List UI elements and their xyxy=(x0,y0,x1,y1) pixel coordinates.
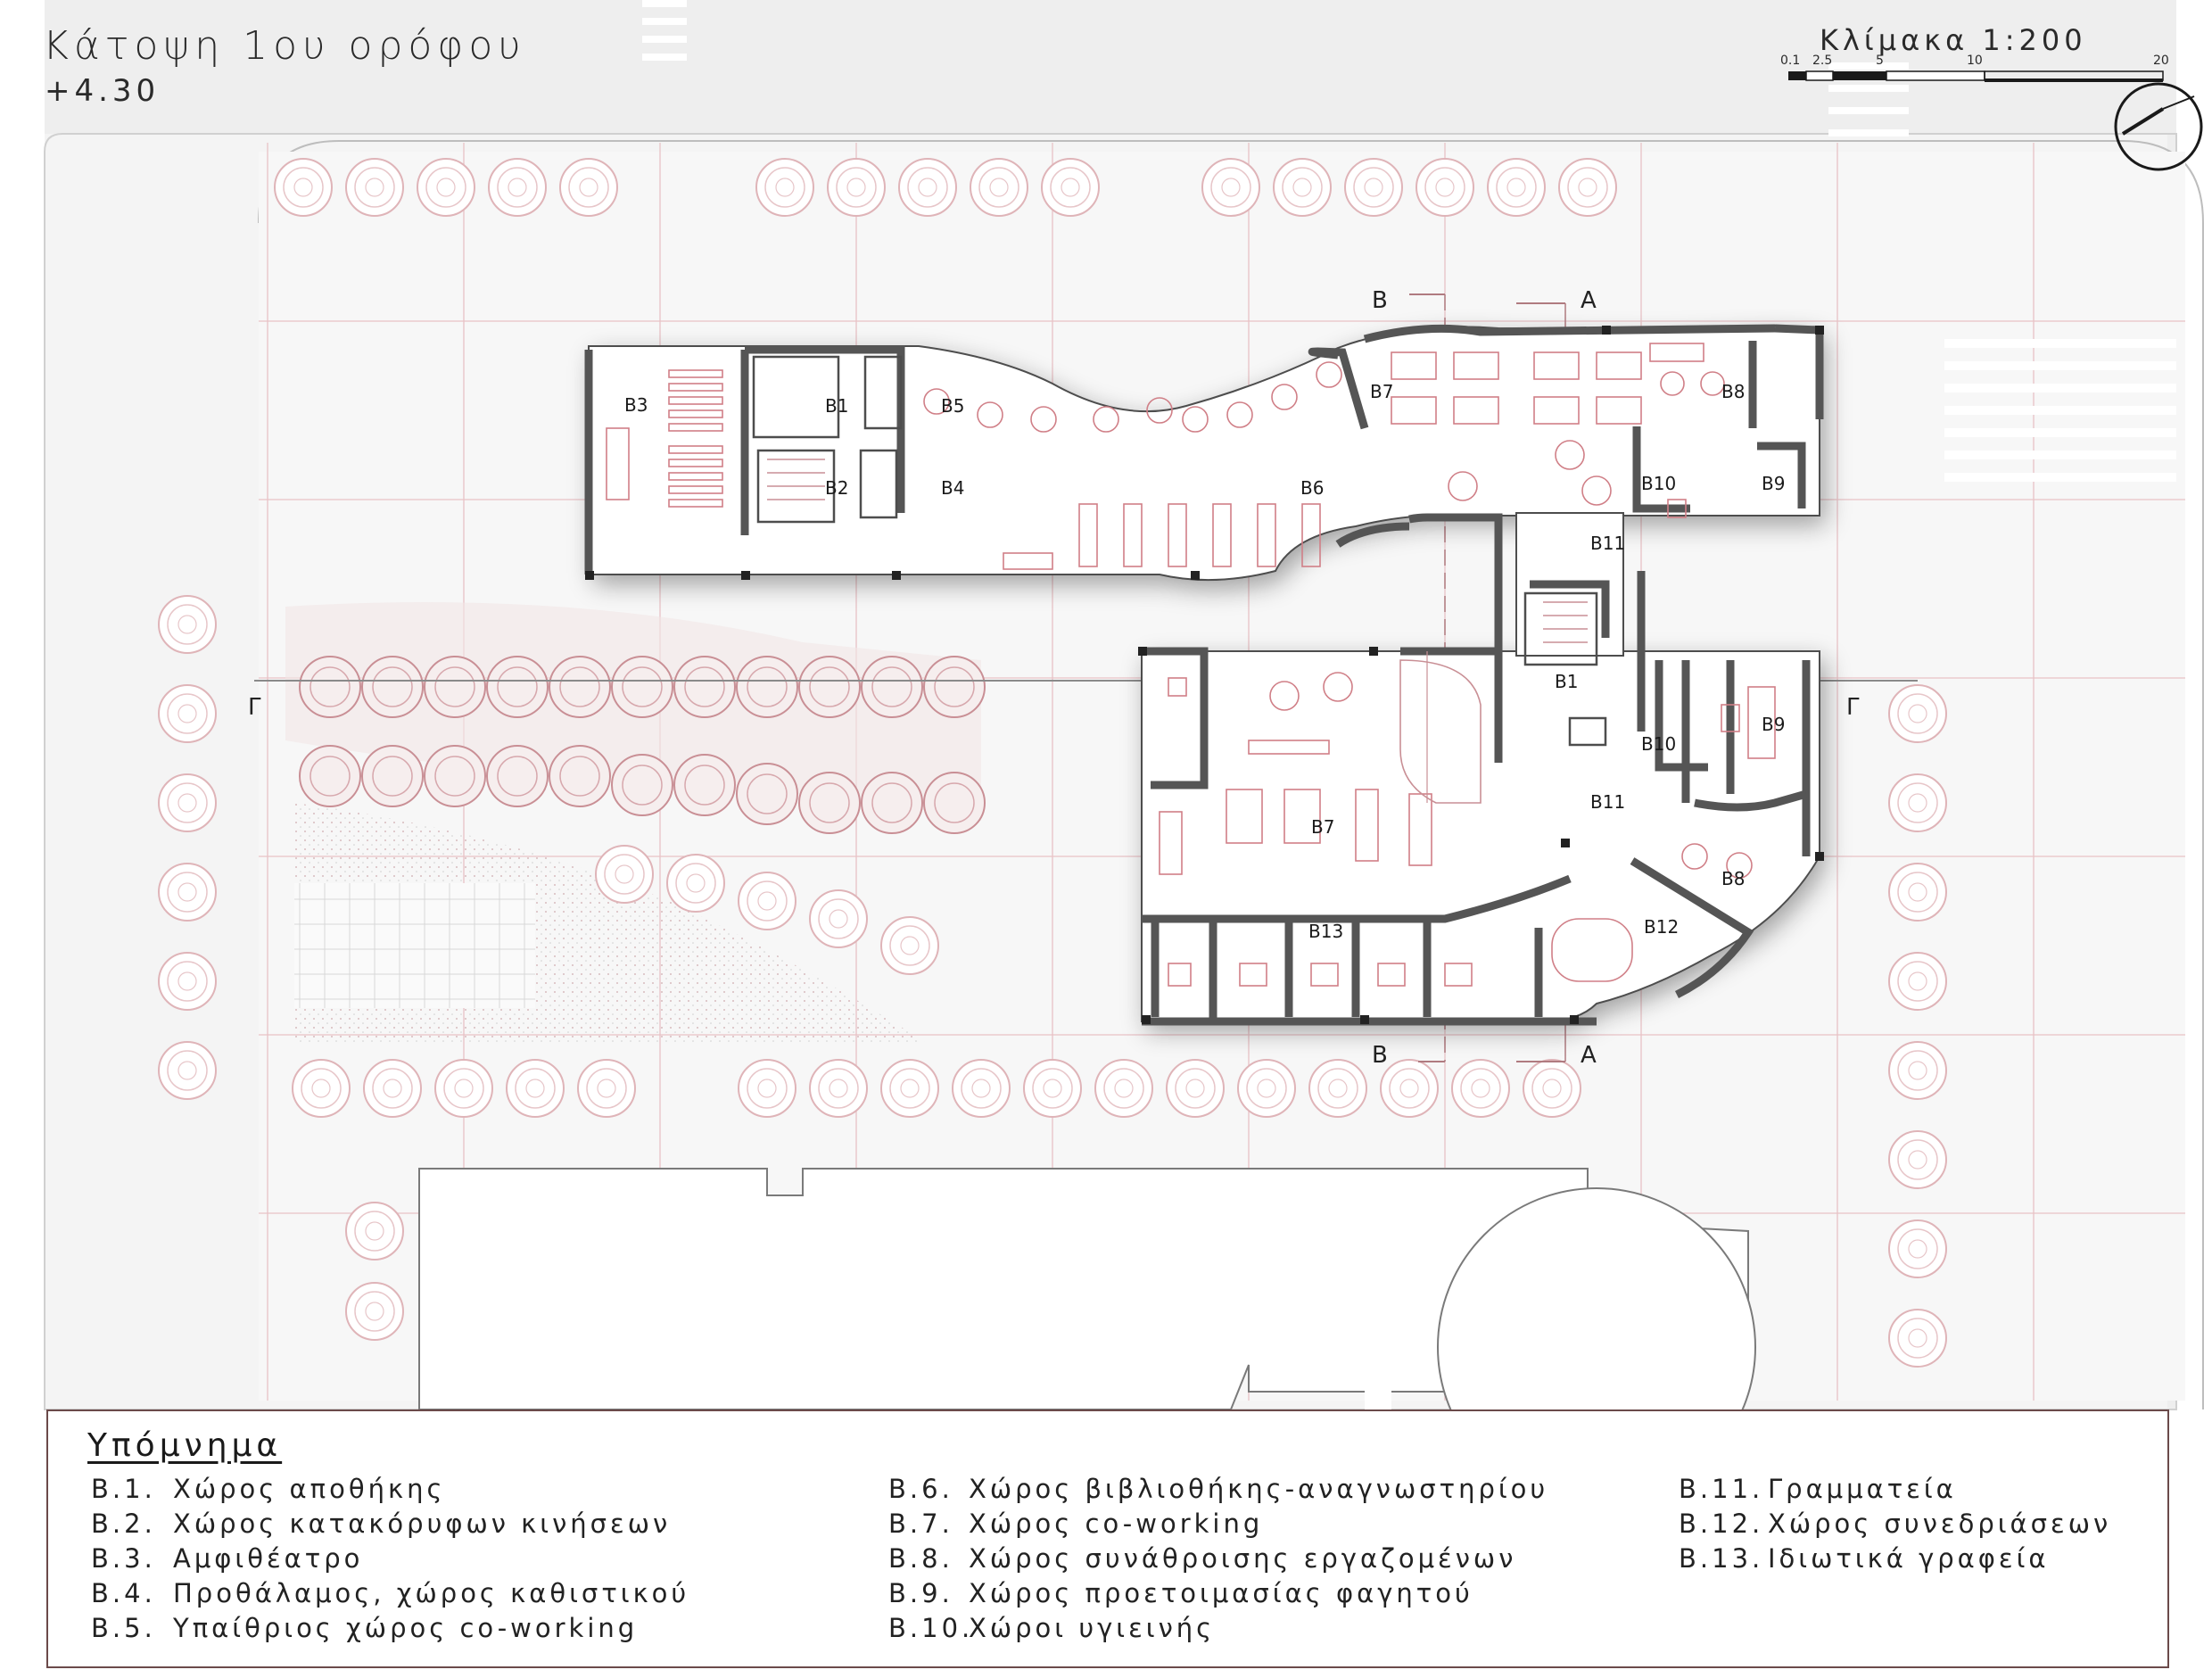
legend-text: Χώροι υγιεινής xyxy=(969,1613,1216,1643)
room-label: B9 xyxy=(1762,714,1786,735)
section-mark: Γ xyxy=(248,694,261,721)
room-label: B4 xyxy=(941,477,965,499)
legend-item: B.12.Χώρος συνεδριάσεων xyxy=(1679,1507,2111,1542)
legend-text: Χώρος κατακόρυφων κινήσεων xyxy=(173,1509,672,1539)
room-label: B7 xyxy=(1311,816,1335,838)
walls xyxy=(584,324,1824,1026)
scale-tick: 0.1 xyxy=(1780,54,1801,68)
room-label: B11 xyxy=(1590,791,1626,813)
legend-item: B.1. Χώρος αποθήκης xyxy=(91,1472,689,1507)
room-label: B7 xyxy=(1370,381,1394,402)
legend-title: Υπόμνημα xyxy=(87,1427,283,1464)
section-mark: B xyxy=(1372,1042,1388,1069)
plan-level: +4.30 xyxy=(45,73,161,109)
scale-bar xyxy=(1788,70,2164,82)
room-label: B1 xyxy=(825,395,849,417)
legend-code: B.7. xyxy=(888,1509,953,1539)
furniture xyxy=(923,343,1776,987)
room-label: B1 xyxy=(1555,671,1579,692)
room-label: B11 xyxy=(1590,533,1626,554)
legend-item: B.6. Χώρος βιβλιοθήκης-αναγνωστηρίου xyxy=(888,1472,1548,1507)
room-label: B10 xyxy=(1641,473,1677,494)
legend-column: B.6. Χώρος βιβλιοθήκης-αναγνωστηρίου B.7.… xyxy=(888,1472,1548,1646)
section-mark: B xyxy=(1372,287,1388,314)
plan-title: Κάτοψη 1ου ορόφου xyxy=(43,23,526,69)
legend-code: B.4. xyxy=(91,1578,156,1608)
legend-code: B.12. xyxy=(1679,1509,1764,1539)
legend-text: Χώρος προετοιμασίας φαγητού xyxy=(969,1578,1473,1608)
room-label: B2 xyxy=(825,477,849,499)
legend-code: B.8. xyxy=(888,1543,953,1574)
legend-item: B.9. Χώρος προετοιμασίας φαγητού xyxy=(888,1576,1548,1611)
legend-code: B.9. xyxy=(888,1578,953,1608)
legend-column: B.1. Χώρος αποθήκης B.2. Χώρος κατακόρυφων… xyxy=(91,1472,689,1646)
room-label: B10 xyxy=(1641,733,1677,755)
legend-item: B.13.Ιδιωτικά γραφεία xyxy=(1679,1542,2111,1576)
legend-text: Γραμματεία xyxy=(1768,1474,1957,1504)
room-label: B9 xyxy=(1762,473,1786,494)
amphitheatre-seats xyxy=(606,369,723,508)
legend-item: B.11.Γραμματεία xyxy=(1679,1472,2111,1507)
room-label: B5 xyxy=(941,395,965,417)
legend-item: B.7. Χώρος co-working xyxy=(888,1507,1548,1542)
legend-item: B.5. Υπαίθριος χώρος co-working xyxy=(91,1611,689,1646)
room-label: B3 xyxy=(624,394,648,416)
service-rooms xyxy=(752,355,1607,747)
legend-code: B.1. xyxy=(91,1474,156,1504)
scale-tick: 10 xyxy=(1967,54,1983,68)
legend-item: B.10.Χώροι υγιεινής xyxy=(888,1611,1548,1646)
section-mark: Γ xyxy=(1846,694,1860,721)
legend-item: B.3. Αμφιθέατρο xyxy=(91,1542,689,1576)
legend-text: Χώρος βιβλιοθήκης-αναγνωστηρίου xyxy=(969,1474,1549,1504)
legend-text: Χώρος συνεδριάσεων xyxy=(1768,1509,2112,1539)
legend-item: B.4. Προθάλαμος, χώρος καθιστικού xyxy=(91,1576,689,1611)
room-label: B13 xyxy=(1308,921,1344,942)
legend-box: Υπόμνημα B.1. Χώρος αποθήκης B.2. Χώρος κα… xyxy=(46,1409,2169,1668)
legend-text: Προθάλαμος, χώρος καθιστικού xyxy=(173,1578,690,1608)
section-mark: A xyxy=(1581,1042,1597,1069)
legend-code: B.11. xyxy=(1679,1474,1764,1504)
room-label: B6 xyxy=(1300,477,1325,499)
legend-code: B.10. xyxy=(888,1613,974,1643)
legend-text: Χώρος co-working xyxy=(969,1509,1264,1539)
legend-code: B.13. xyxy=(1679,1543,1764,1574)
legend-column: B.11.Γραμματεία B.12.Χώρος συνεδριάσεων … xyxy=(1679,1472,2111,1576)
legend-item: B.2. Χώρος κατακόρυφων κινήσεων xyxy=(91,1507,689,1542)
room-label: B8 xyxy=(1721,381,1746,402)
legend-code: B.6. xyxy=(888,1474,953,1504)
legend-code: B.2. xyxy=(91,1509,156,1539)
north-arrow-icon xyxy=(2114,82,2203,171)
crosswalk xyxy=(642,0,2176,482)
scale-tick: 2.5 xyxy=(1812,54,1833,68)
legend-text: Χώρος συνάθροισης εργαζομένων xyxy=(969,1543,1517,1574)
scale-tick: 20 xyxy=(2153,54,2169,68)
legend-text: Αμφιθέατρο xyxy=(173,1543,364,1574)
section-mark: A xyxy=(1581,287,1597,314)
legend-code: B.5. xyxy=(91,1613,156,1643)
room-label: B12 xyxy=(1644,916,1680,938)
columns xyxy=(585,326,1824,1024)
legend-text: Ιδιωτικά γραφεία xyxy=(1768,1543,2050,1574)
scale-tick: 5 xyxy=(1876,54,1884,68)
stairs xyxy=(767,459,1588,643)
legend-text: Χώρος αποθήκης xyxy=(173,1474,446,1504)
legend-text: Υπαίθριος χώρος co-working xyxy=(173,1613,639,1643)
legend-item: B.8. Χώρος συνάθροισης εργαζομένων xyxy=(888,1542,1548,1576)
scale-label: Κλίμακα 1:200 xyxy=(1820,23,2087,57)
room-label: B8 xyxy=(1721,868,1746,889)
legend-code: B.3. xyxy=(91,1543,156,1574)
